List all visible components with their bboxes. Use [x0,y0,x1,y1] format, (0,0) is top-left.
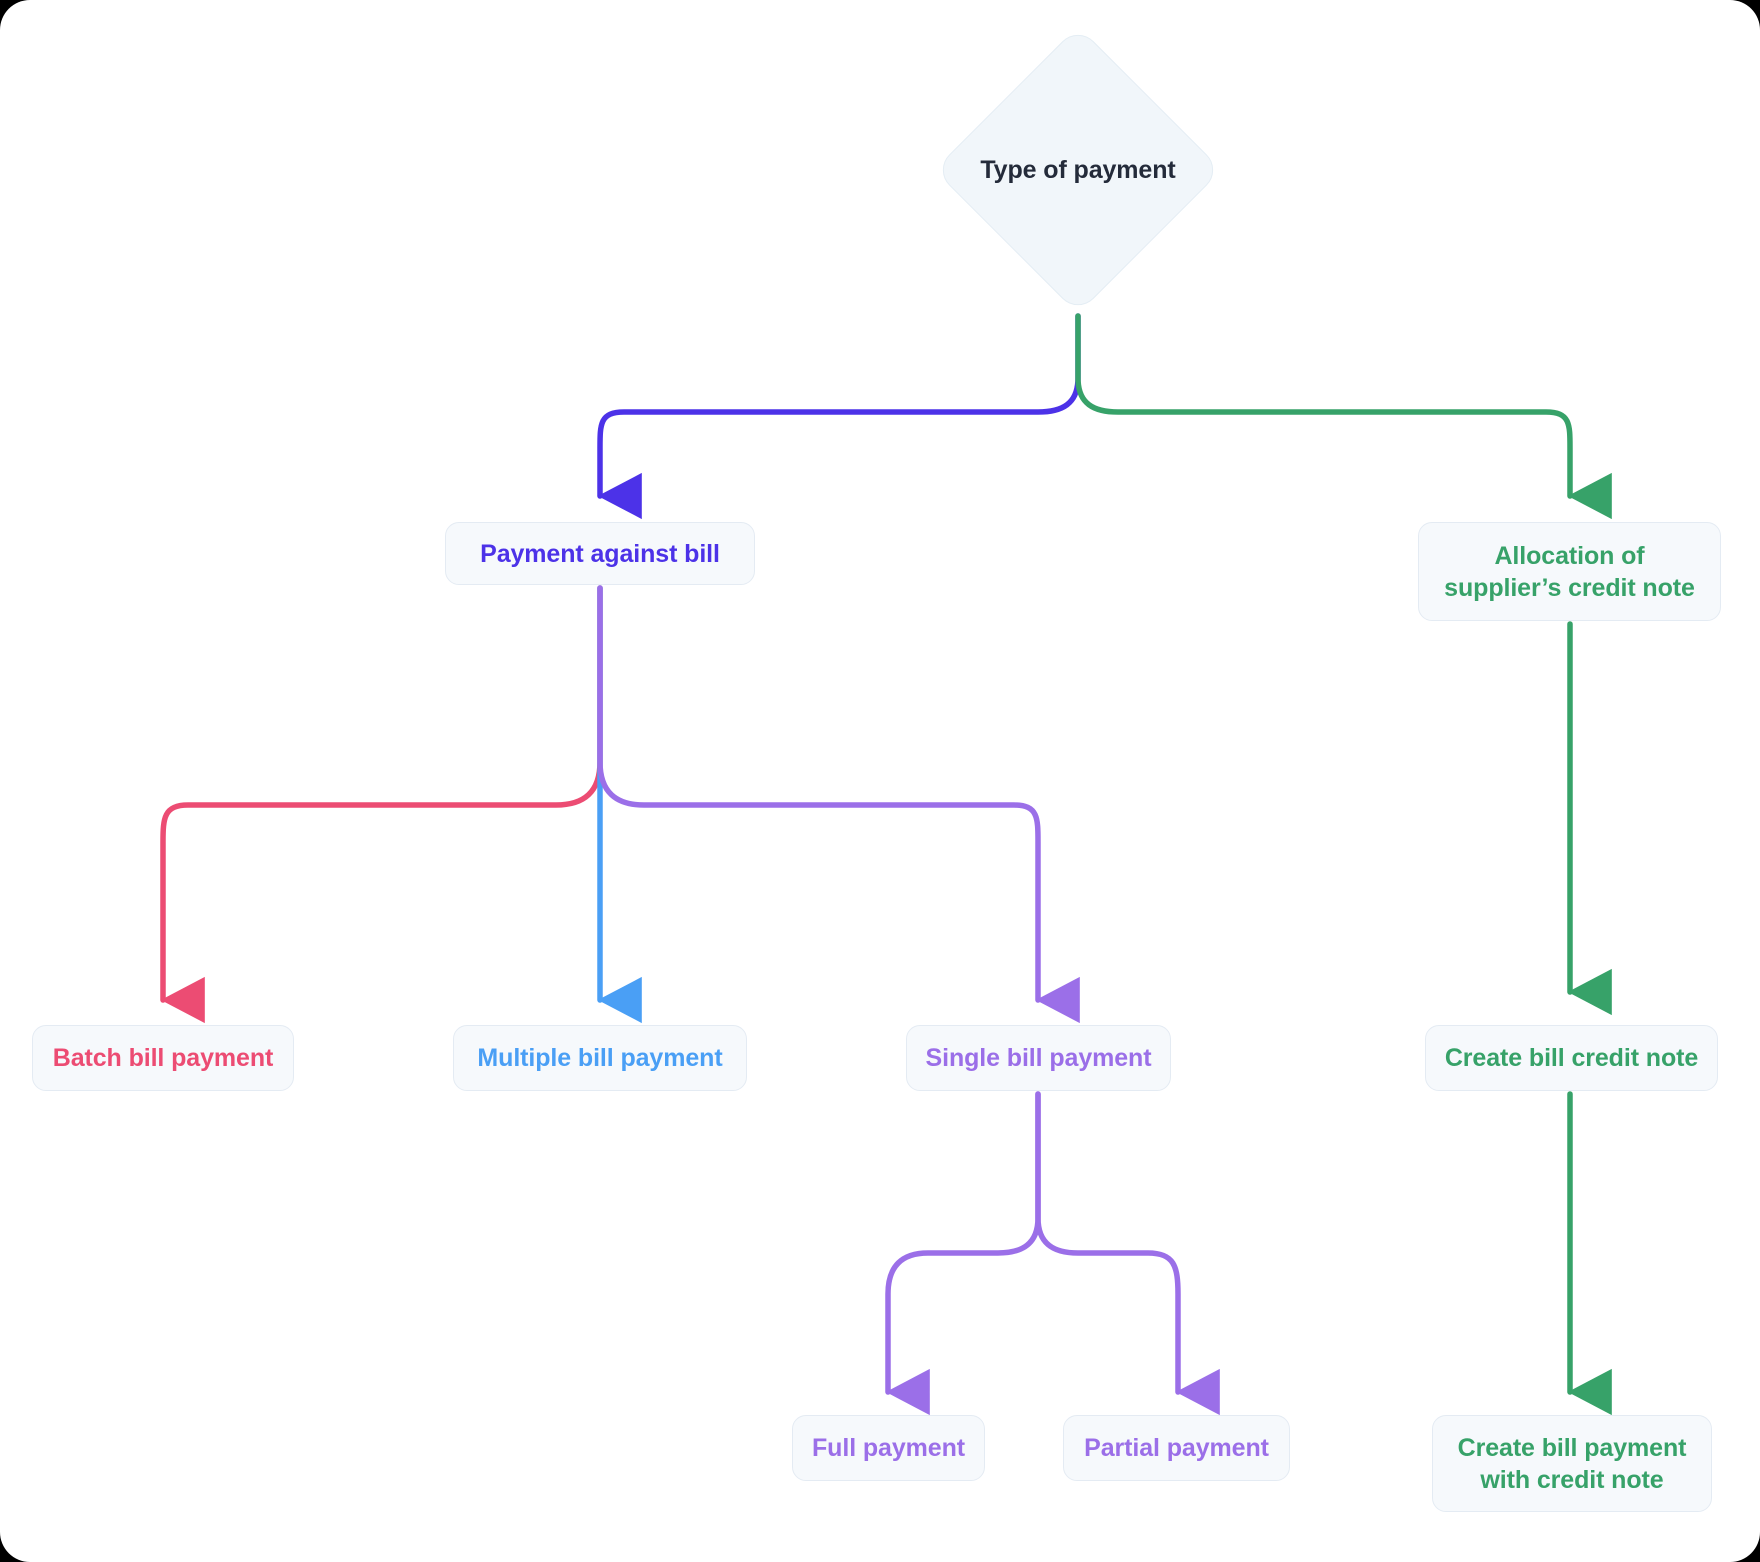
node-partial-payment[interactable]: Partial payment [1063,1415,1290,1481]
node-type-of-payment-label: Type of payment [980,155,1176,184]
edge-root-to-allocation-credit-note [1075,313,1612,520]
node-partial-payment-label: Partial payment [1084,1434,1269,1462]
node-single-bill-payment-label: Single bill payment [925,1044,1152,1072]
node-full-payment[interactable]: Full payment [792,1415,985,1481]
edge-single-to-full-payment [885,1091,1041,1416]
node-create-bill-credit-note-label: Create bill credit note [1444,1044,1699,1072]
node-batch-bill-payment-label: Batch bill payment [52,1044,274,1072]
node-create-bill-payment-with-credit-note-label: Create bill payment with credit note [1457,1433,1687,1494]
node-allocation-of-suppliers-credit-note-label: Allocation of supplier’s credit note [1444,541,1695,602]
edge-payment-to-batch-bill-payment [160,585,603,1024]
node-allocation-of-suppliers-credit-note[interactable]: Allocation of supplier’s credit note [1418,522,1721,621]
node-single-bill-payment[interactable]: Single bill payment [906,1025,1171,1091]
edge-payment-to-single-bill-payment [597,585,1080,1024]
node-create-bill-payment-with-credit-note[interactable]: Create bill payment with credit note [1432,1415,1712,1512]
node-create-bill-credit-note[interactable]: Create bill credit note [1425,1025,1718,1091]
node-payment-against-bill[interactable]: Payment against bill [445,522,755,585]
node-payment-against-bill-label: Payment against bill [480,539,720,568]
edge-single-to-partial-payment [1035,1091,1220,1416]
node-full-payment-label: Full payment [812,1434,965,1462]
edge-root-to-payment-against-bill [597,313,1081,520]
node-multiple-bill-payment-label: Multiple bill payment [477,1044,723,1072]
node-batch-bill-payment[interactable]: Batch bill payment [32,1025,294,1091]
node-multiple-bill-payment[interactable]: Multiple bill payment [453,1025,747,1091]
